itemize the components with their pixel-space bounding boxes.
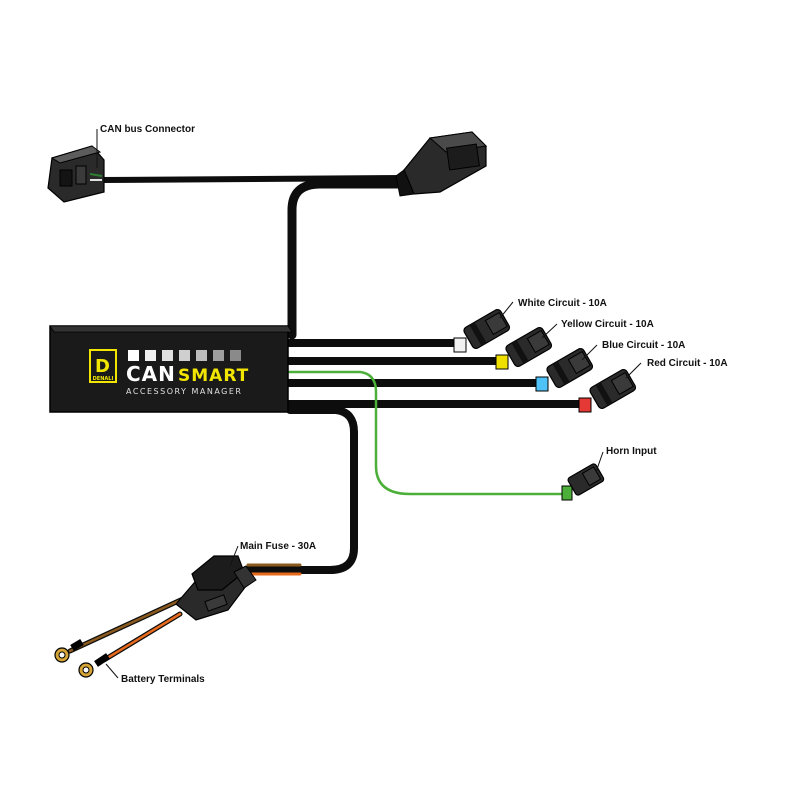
horn-input-connector xyxy=(561,463,605,501)
label-main-fuse: Main Fuse - 30A xyxy=(240,541,316,552)
callout-labels: CAN bus Connector White Circuit - 10A Ye… xyxy=(100,124,728,685)
denali-logo: D DENALI xyxy=(89,349,117,383)
horn-input-wire xyxy=(286,370,568,496)
label-yellow-circuit: Yellow Circuit - 10A xyxy=(561,319,654,330)
trunk-cable xyxy=(287,179,417,340)
red-circuit-connector xyxy=(578,368,637,413)
main-harness-connector xyxy=(395,131,488,197)
label-horn-input: Horn Input xyxy=(606,446,657,457)
brand-smart-text: SMART xyxy=(178,366,249,386)
power-cable xyxy=(242,406,358,574)
can-bus-cable xyxy=(97,175,413,183)
label-can-bus-connector: CAN bus Connector xyxy=(100,124,195,135)
svg-text:DENALI: DENALI xyxy=(93,376,114,382)
main-fuse-holder xyxy=(175,555,257,621)
battery-terminals xyxy=(54,638,110,678)
ring-terminal-brown xyxy=(54,638,84,663)
white-circuit-connector xyxy=(453,308,511,353)
label-battery-terminals: Battery Terminals xyxy=(121,674,205,685)
led-indicators xyxy=(128,350,241,361)
svg-text:D: D xyxy=(95,356,111,377)
can-bus-connector xyxy=(47,145,105,203)
cansmart-module: D DENALI CAN SMART ACCESSORY MANAGER xyxy=(49,325,293,413)
label-white-circuit: White Circuit - 10A xyxy=(518,298,607,309)
ring-terminal-orange xyxy=(78,653,110,678)
brand-can-text: CAN xyxy=(126,362,176,386)
blue-circuit-connector xyxy=(535,347,594,392)
leader-lines xyxy=(96,129,642,679)
label-red-circuit: Red Circuit - 10A xyxy=(647,358,728,369)
brand-subtitle: ACCESSORY MANAGER xyxy=(126,387,243,396)
label-blue-circuit: Blue Circuit - 10A xyxy=(602,340,685,351)
cables xyxy=(67,175,587,663)
